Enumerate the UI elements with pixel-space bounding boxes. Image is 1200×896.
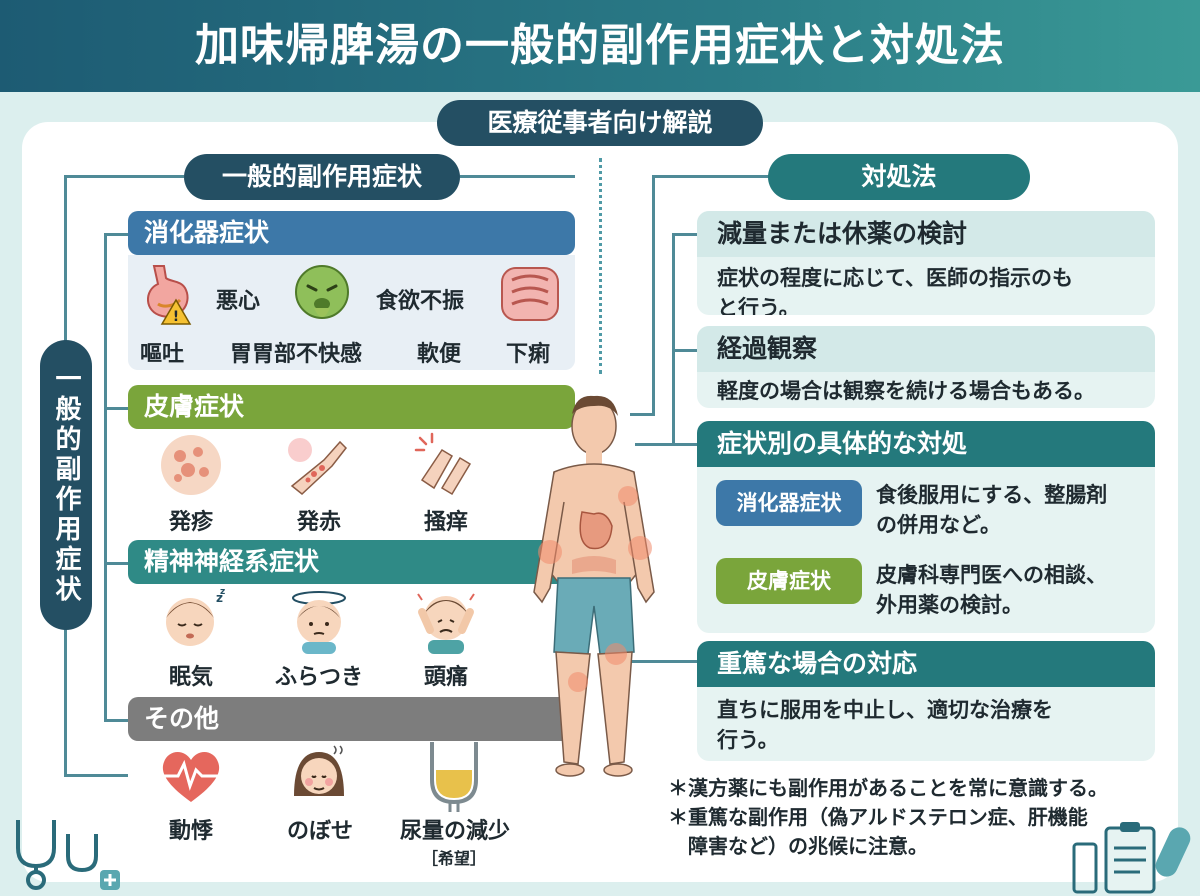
right-connector-box3 [635,443,697,446]
vertical-side-label: 一般的副作用症状 [40,340,92,630]
symptom-loose-stool: 軟便 [417,342,462,367]
tag-skin: 皮膚症状 [716,558,862,604]
symptom-itching: 掻痒 [423,510,468,535]
header-banner [0,0,1200,92]
headache-face-icon [417,593,475,654]
symptom-lightheadedness: ふらつき [274,665,363,690]
category-other: その他 [128,697,575,741]
category-digestive: 消化器症状 [128,211,575,255]
svg-text:!: ! [173,309,179,325]
response-box-severe-title: 重篤な場合の対応 [697,641,1155,687]
response-box-severe: 重篤な場合の対応 直ちに服用を中止し、適切な治療を 行う。 [697,641,1155,761]
category-connector [104,233,107,719]
response-box-severe-line1: 直ちに服用を中止し、適切な治療を [717,698,1053,722]
right-connector-box2 [672,349,697,352]
left-bottom-connector [64,774,128,777]
intestine-icon [501,267,559,321]
left-section-pill: 一般的副作用症状 [184,154,460,200]
heartbeat-icon [160,751,222,802]
itch-hand-icon [414,432,472,496]
page-title: 加味帰脾湯の一般的副作用症状と対処法 [195,20,1005,71]
symptom-palpitation: 動悸 [168,819,213,844]
category-skin: 皮膚症状 [128,385,575,429]
stethoscope-icon [16,820,120,890]
symptom-nausea: 悪心 [216,289,261,314]
response-box-reduce-line2: と行う。 [717,296,800,315]
dizzy-face-icon [292,591,346,654]
clipboard-icon [1072,822,1191,894]
right-section-pill: 対処法 [768,154,1030,200]
response-box-reduce-line1: 症状の程度に応じて、医師の指示のも [717,266,1073,290]
response-box-severe-line2: 行う。 [717,728,779,752]
category-neuropsychiatric: 精神神経系症状 [128,540,575,584]
left-top-connector-tail [460,175,575,178]
footnote-2: ＊重篤な副作用（偽アルドステロン症、肝機能 [668,805,1088,829]
redness-arm-icon [288,438,347,495]
tag-digestive: 消化器症状 [716,480,862,526]
symptom-stomach-discomfort: 胃胃部不快感 [230,342,363,367]
symptom-redness: 発赤 [296,510,341,535]
response-box-observe-line1: 軽度の場合は観察を続ける場合もある。 [717,379,1095,403]
symptom-drowsiness: 眠気 [168,665,213,690]
tag-skin-line2: 外用薬の検討。 [876,593,1023,617]
right-connector-box1 [672,233,697,236]
cat-connector-2 [104,407,128,410]
rash-icon [161,435,221,495]
response-box-reduce: 減量または休薬の検討 症状の程度に応じて、医師の指示のも と行う。 [697,211,1155,315]
cat-connector-3 [104,562,128,565]
digestive-panel [128,255,575,370]
flushed-face-icon [294,745,344,796]
symptom-rash: 発疹 [168,510,213,535]
right-connector-inner [672,233,675,445]
response-box-observe-title: 経過観察 [697,326,1155,372]
nausea-face-icon [295,265,349,319]
symptom-decreased-urine: 尿量の減少 [399,819,510,844]
cat-connector-1 [104,233,128,236]
symptom-vomiting: 嘔吐 [140,342,185,367]
center-divider [599,158,602,374]
symptom-headache: 頭痛 [423,665,468,690]
footnote-3: 障害など）の兆候に注意。 [668,834,928,858]
stomach-icon: ! [147,265,192,325]
footnote-1: ＊漢方薬にも副作用があることを常に意識する。 [668,776,1108,800]
svg-text:z: z [216,591,223,605]
response-box-specific-title: 症状別の具体的な対処 [697,421,1155,467]
symptom-diarrhea: 下痢 [506,342,551,367]
symptom-hot-flush: のぼせ [286,819,353,844]
urine-tube-icon [430,742,478,812]
svg-text:z: z [220,588,225,597]
right-connector-top [652,175,770,178]
left-top-connector [64,175,184,178]
tag-digestive-line2: の併用など。 [876,513,1001,537]
response-box-observe: 経過観察 軽度の場合は観察を続ける場合もある。 [697,326,1155,408]
right-connector-box4 [630,660,697,663]
cat-connector-4 [104,719,128,722]
right-connector-v [652,175,655,415]
symptom-appetite-loss: 食欲不振 [376,289,465,314]
sleepy-face-icon: z z [166,588,225,646]
subtitle-pill: 医療従事者向け解説 [437,100,763,146]
urine-note: ［希望］ [422,849,487,868]
tag-skin-line1: 皮膚科専門医への相談、 [876,563,1107,587]
right-connector-figure [630,413,655,416]
body-figure-icon [533,395,655,777]
response-box-reduce-title: 減量または休薬の検討 [697,211,1155,257]
tag-digestive-line1: 食後服用にする、整腸剤 [876,483,1108,507]
